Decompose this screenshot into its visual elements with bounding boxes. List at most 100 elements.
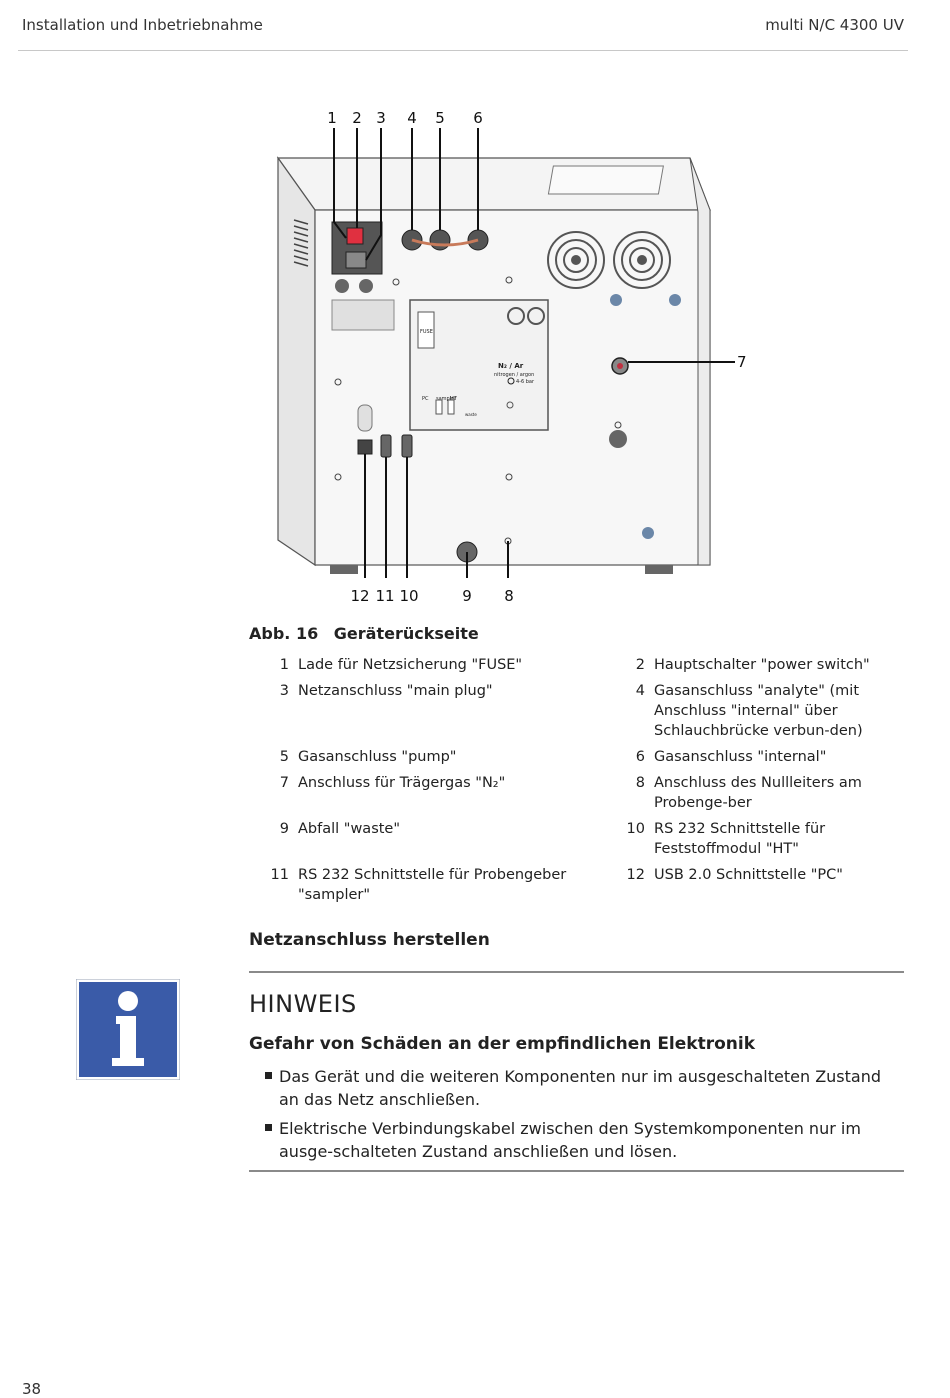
legend-text: RS 232 Schnittstelle für Feststoffmodul … [654,821,826,857]
leader-lines [333,128,735,578]
socket [359,279,373,293]
callout-3: 3 [376,109,386,127]
top-label-plate [547,165,664,195]
info-icon-dot [118,991,138,1011]
section-heading: Netzanschluss herstellen [249,930,490,950]
legend-item: 1 Lade für Netzsicherung "FUSE" [249,655,579,675]
fan-right [613,231,671,289]
legend-text: Hauptschalter "power switch" [654,657,870,673]
notice-title: HINWEIS [249,990,357,1018]
callout-4: 4 [407,109,417,127]
page-number: 38 [22,1380,42,1398]
legend-number: 7 [279,775,289,791]
legend-item: 8 Anschluss des Nullleiters am Probenge-b… [579,773,909,813]
notice-bullet: Das Gerät und die weiteren Komponenten n… [265,1065,895,1111]
notice-top-rule [249,971,904,973]
foot-right [645,565,673,574]
fan-left [547,231,605,289]
panel-gas-label: N₂ / Ar [498,362,524,370]
info-icon [76,979,180,1080]
legend-text: Anschluss des Nullleiters am Probenge-be… [654,775,862,811]
legend-item: 10 RS 232 Schnittstelle für Feststoffmodu… [579,819,909,859]
screw [334,378,342,386]
figure-caption: Abb. 16 Geräterückseite [249,624,479,643]
figure-legend: 1 Lade für Netzsicherung "FUSE" 2 Hauptsch… [249,655,909,911]
type-plate [331,299,395,331]
legend-number: 4 [635,683,645,699]
legend-number: 9 [279,821,289,837]
legend-text: Anschluss für Trägergas "N₂" [298,775,506,791]
gas-port-pump [429,229,451,251]
notice-bullet-text: Elektrische Verbindungskabel zwischen de… [279,1119,861,1161]
device-side [277,156,316,567]
legend-row: 9 Abfall "waste" 10 RS 232 Schnittstelle f… [249,819,909,859]
legend-number: 10 [626,821,645,837]
device-rear-figure: FUSE N₂ / Ar nitrogen / argon 4-6 bar PC… [276,109,747,605]
legend-number: 12 [626,867,645,883]
screw [642,527,654,539]
legend-text: Gasanschluss "pump" [298,749,457,765]
legend-text: Gasanschluss "internal" [654,749,827,765]
main-plug-socket [345,251,367,269]
callout-11: 11 [375,587,394,605]
legend-text: Abfall "waste" [298,821,401,837]
notice-bottom-rule [249,1170,904,1172]
callout-1: 1 [327,109,337,127]
legend-number: 1 [279,657,289,673]
panel-gas-sub: nitrogen / argon [494,372,534,378]
notice-bullet-text: Das Gerät und die weiteren Komponenten n… [279,1067,881,1109]
legend-number: 5 [279,749,289,765]
figure-number: Abb. 16 [249,624,319,643]
cable-clip [357,404,373,432]
legend-item: 2 Hauptschalter "power switch" [579,655,909,675]
callout-12: 12 [350,587,369,605]
rs232-sampler-port [380,434,392,458]
screw [610,294,622,306]
panel-port [507,307,525,325]
callout-5: 5 [435,109,445,127]
socket [335,279,349,293]
panel-port [527,307,545,325]
notice-bullet: Elektrische Verbindungskabel zwischen de… [265,1117,895,1163]
info-icon-stem [112,1016,144,1066]
screw [505,276,513,284]
callout-6: 6 [473,109,483,127]
foot-left [330,565,358,574]
figure-title: Geräterückseite [333,624,479,643]
callout-8: 8 [504,587,514,605]
power-switch [346,227,364,245]
legend-number: 2 [635,657,645,673]
panel-slot [447,399,455,415]
top-callouts: 1 2 3 4 5 6 [327,109,483,127]
bullet-square-icon [265,1072,272,1079]
round-socket [609,430,627,448]
fuse-label-box [417,311,435,349]
panel-pc-label: PC [422,396,429,402]
carrier-gas-port-core [617,363,623,369]
screw [334,473,342,481]
legend-number: 8 [635,775,645,791]
bullet-square-icon [265,1124,272,1131]
n2-port-symbol [507,377,515,385]
rs232-ht-port [401,434,413,458]
notice-bullet-list: Das Gerät und die weiteren Komponenten n… [265,1065,895,1169]
legend-item: 9 Abfall "waste" [249,819,579,859]
panel-slot [435,399,443,415]
running-header-right: multi N/C 4300 UV [765,16,904,34]
side-vents [293,219,309,267]
screw [669,294,681,306]
callout-10: 10 [399,587,418,605]
panel-fuse-label: FUSE [420,329,433,335]
legend-row: 1 Lade für Netzsicherung "FUSE" 2 Hauptsch… [249,655,909,675]
panel-screw [506,401,514,409]
legend-text: Lade für Netzsicherung "FUSE" [298,657,523,673]
screw [505,473,513,481]
screw [392,278,400,286]
legend-number: 3 [279,683,289,699]
usb-port [357,439,373,455]
